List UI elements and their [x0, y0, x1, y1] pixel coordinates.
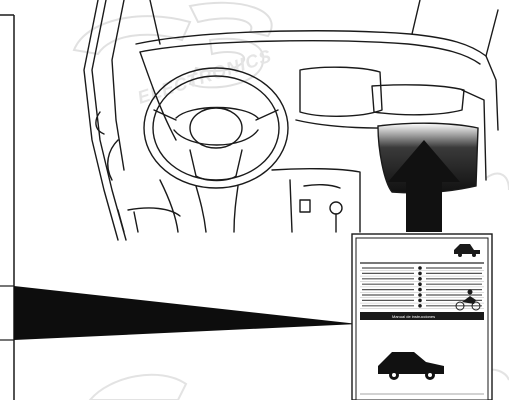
booklet-row-marker — [418, 304, 422, 308]
booklet-row-marker — [418, 277, 422, 281]
center-console — [271, 167, 361, 233]
door-frame — [83, 0, 127, 241]
pedals — [117, 209, 139, 233]
scooter-icon — [455, 289, 481, 311]
booklet-row-marker — [418, 271, 422, 276]
booklet-table — [360, 266, 484, 309]
booklet-row-marker — [418, 293, 422, 297]
booklet-row-marker — [418, 266, 422, 270]
booklet-row-marker — [418, 298, 422, 303]
booklet-row — [360, 277, 484, 282]
car-interior — [83, 0, 499, 241]
vehicle-icon — [454, 244, 480, 257]
left-margin-rule — [0, 14, 15, 400]
booklet-row — [360, 266, 484, 271]
booklet-row — [360, 293, 484, 298]
booklet-row — [360, 282, 484, 288]
pointer-wedge — [0, 285, 358, 341]
booklet-banner-text: Manual de instrucciones — [392, 314, 435, 319]
watermark-logo: ELECTRONICS — [72, 1, 274, 108]
dashboard-top — [135, 0, 499, 131]
booklet-row-marker — [418, 282, 422, 287]
up-arrow-icon — [388, 140, 460, 232]
car-icon — [378, 352, 444, 380]
manual-booklet: Manual de instrucciones — [351, 233, 493, 400]
steering-wheel — [143, 67, 289, 189]
booklet-banner — [360, 312, 484, 320]
booklet-row — [360, 287, 484, 293]
steering-column — [127, 179, 239, 233]
booklet-row-marker — [418, 287, 422, 292]
booklet-row — [360, 271, 484, 277]
